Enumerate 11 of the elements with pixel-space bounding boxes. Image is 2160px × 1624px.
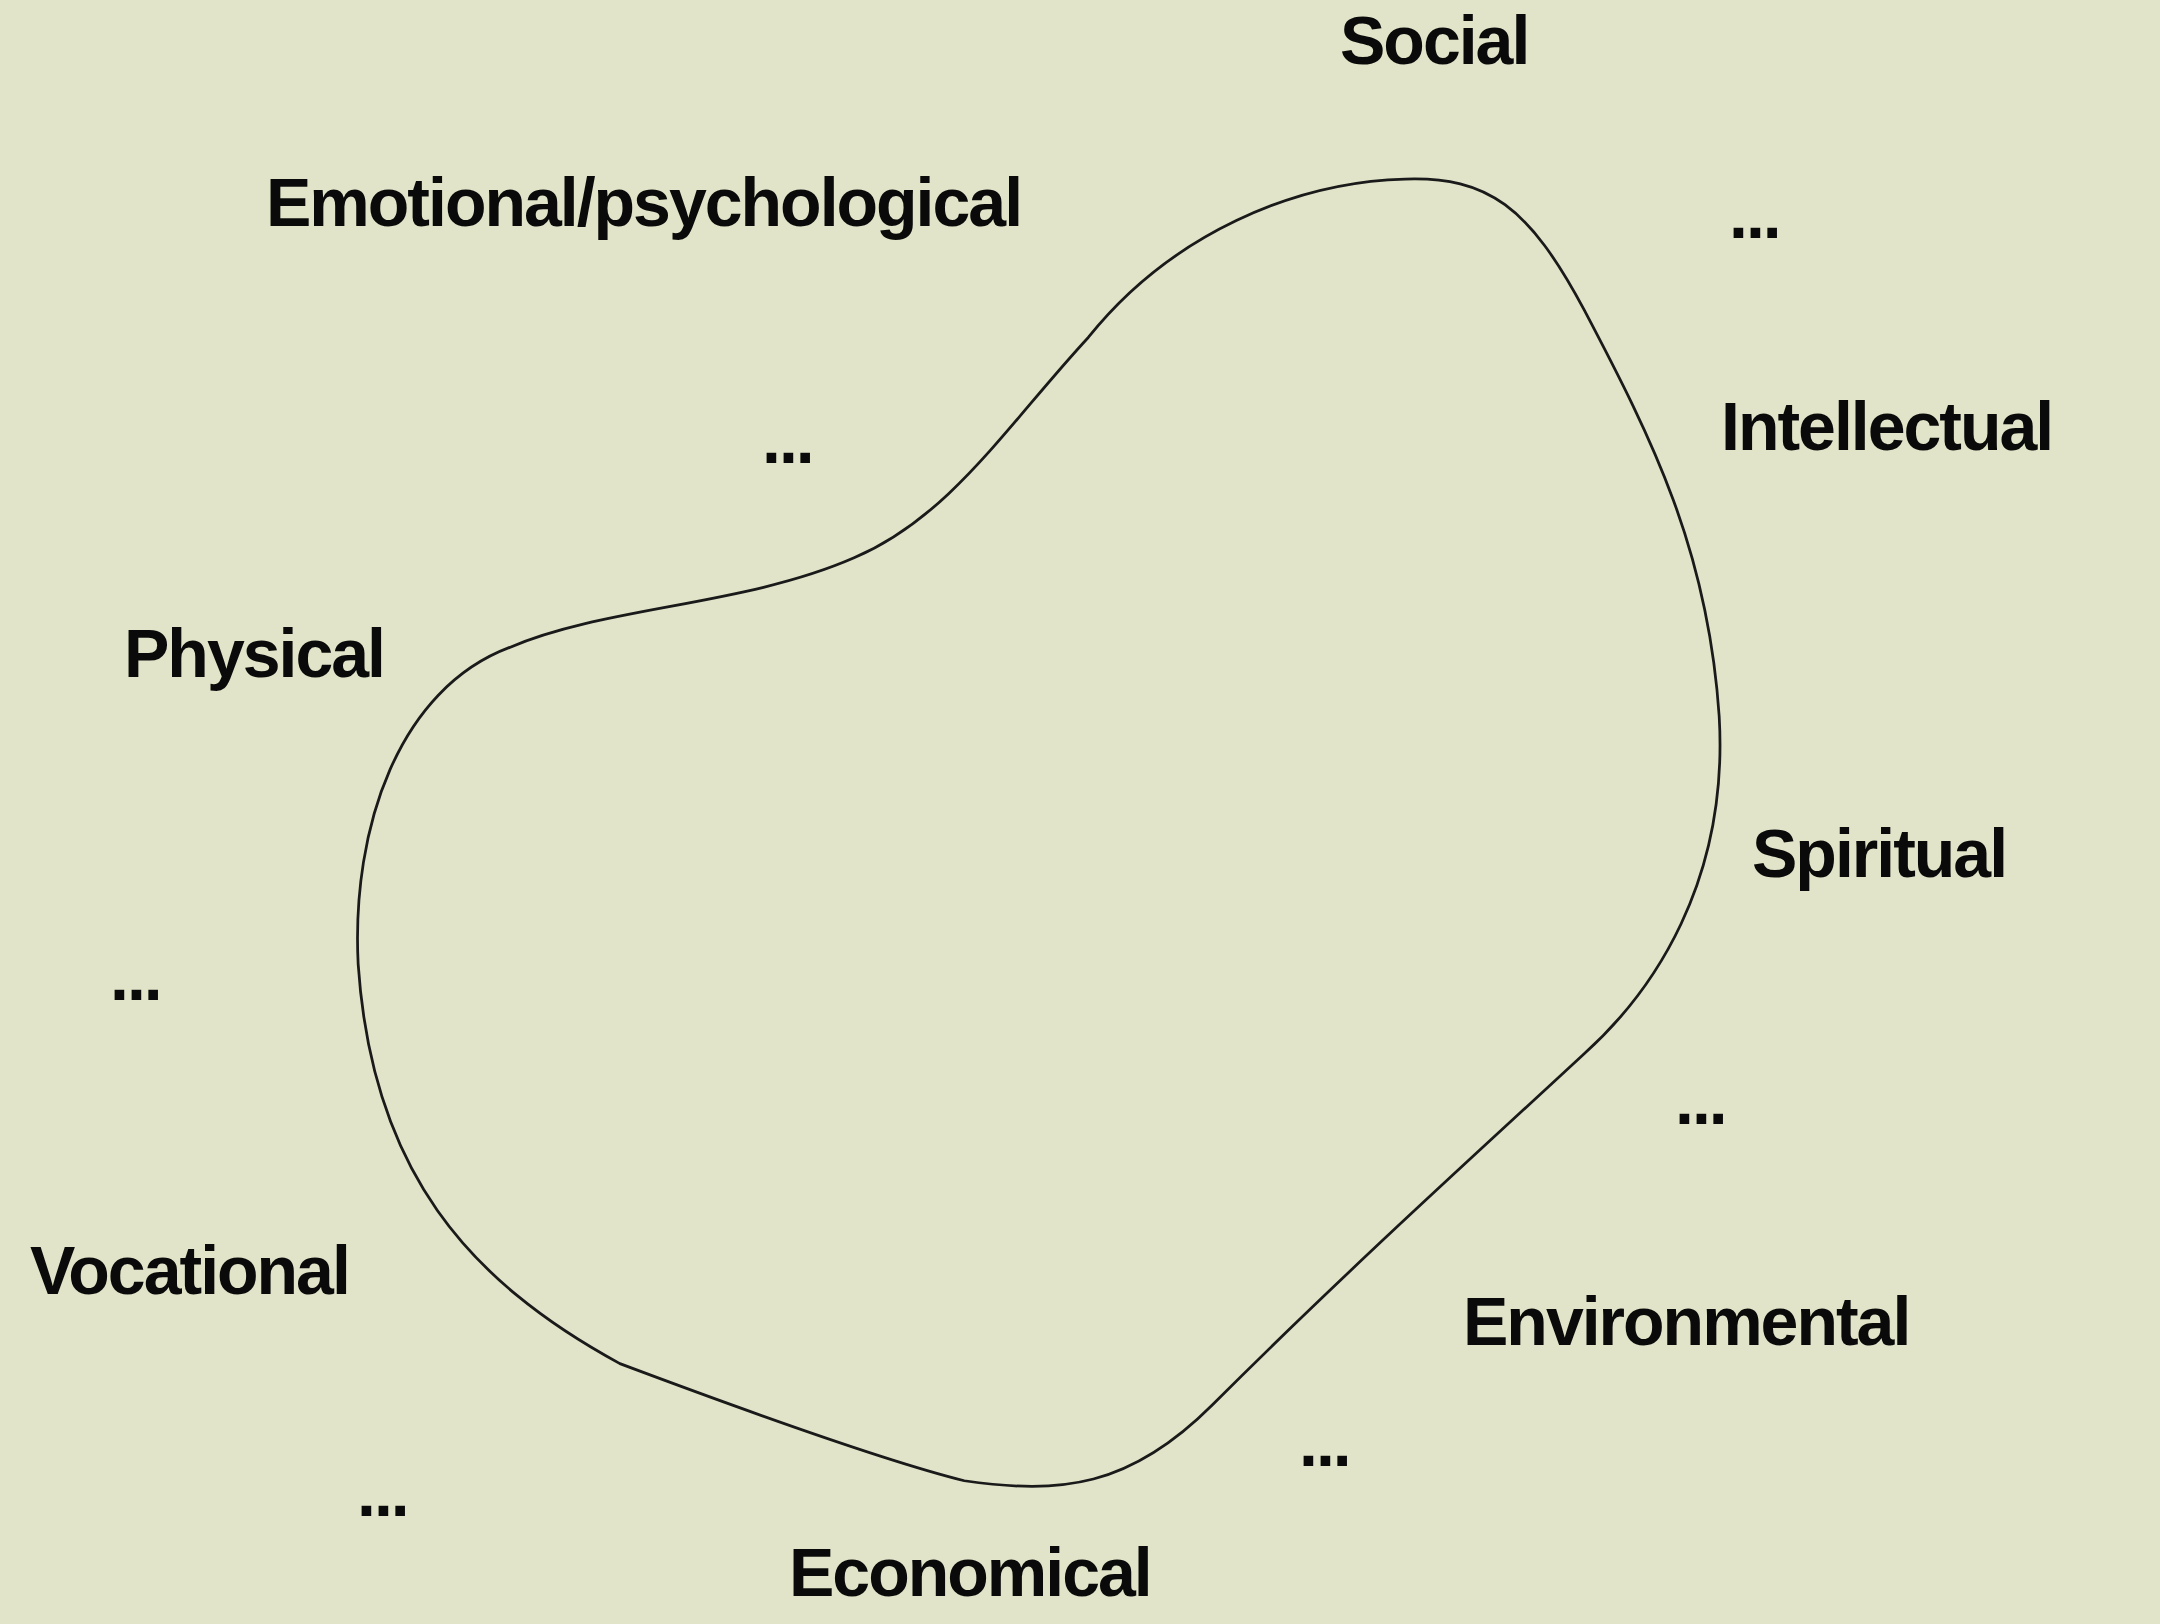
category-label: ... <box>110 942 161 1010</box>
category-label: Economical <box>789 1538 1151 1606</box>
category-label: Vocational <box>30 1236 349 1304</box>
category-label: ... <box>1299 1408 1350 1476</box>
category-label: ... <box>762 405 813 473</box>
category-label: ... <box>357 1458 408 1526</box>
category-label: ... <box>1729 180 1780 248</box>
category-label: Intellectual <box>1721 392 2053 460</box>
category-label: Social <box>1340 6 1529 74</box>
category-label: Environmental <box>1463 1287 1910 1355</box>
category-label: ... <box>1675 1066 1726 1134</box>
